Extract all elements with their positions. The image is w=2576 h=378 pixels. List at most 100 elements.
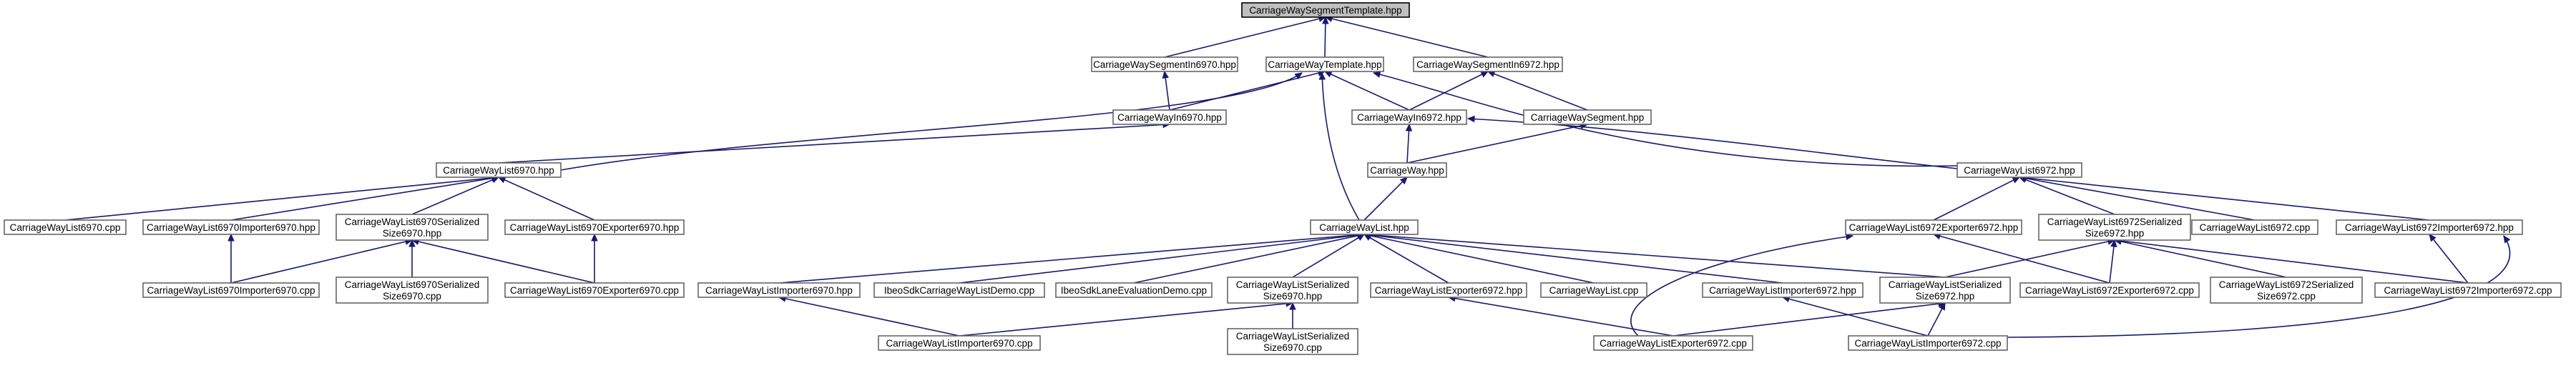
node-label: CarriageWayList6972Importer6972.hpp (2345, 222, 2514, 233)
edge-in6972-to-waytpl (1323, 71, 1410, 111)
node-list6972expcpp[interactable]: CarriageWayList6972Exporter6972.cpp (2019, 282, 2200, 298)
edge-list6970impcpp-to-list6970imp (227, 233, 235, 283)
edge-list6970impcpp-to-list6970ser (230, 238, 413, 284)
edge-listimp6972-to-list (1363, 232, 1783, 284)
edge-listcpp-to-list (1363, 232, 1595, 284)
node-box (504, 282, 685, 298)
node-label: Size6970.hpp (383, 228, 442, 239)
node-box (1540, 282, 1647, 298)
node-listimp6972[interactable]: CarriageWayListImporter6972.hpp (1702, 282, 1864, 298)
node-box (1112, 109, 1227, 125)
node-seg6972[interactable]: CarriageWaySegmentIn6972.hpp (1413, 56, 1563, 72)
edge-list6970-to-in6970 (498, 121, 1171, 164)
node-listexp6972cpp[interactable]: CarriageWayListExporter6972.cpp (1593, 335, 1753, 351)
node-segment[interactable]: CarriageWaySegment.hpp (1523, 109, 1652, 125)
node-list6972imp[interactable]: CarriageWayList6972Importer6972.hpp (2336, 219, 2523, 235)
node-listcpp[interactable]: CarriageWayList.cpp (1540, 282, 1647, 298)
node-box (1055, 282, 1213, 298)
node-list6970[interactable]: CarriageWayList6970.hpp (436, 162, 562, 178)
node-box (436, 162, 562, 178)
node-ibeodemo[interactable]: IbeoSdkCarriageWayListDemo.cpp (873, 282, 1045, 298)
node-box (1227, 328, 1358, 355)
edge-list6970cpp-to-list6970 (64, 174, 500, 221)
node-seg6970[interactable]: CarriageWaySegmentIn6970.hpp (1091, 56, 1238, 72)
node-label: Size6972.hpp (2085, 228, 2145, 239)
node-label: CarriageWayList6972Serialized (2219, 279, 2354, 290)
node-listimp6970[interactable]: CarriageWayListImporter6970.hpp (697, 282, 861, 298)
node-label: CarriageWayListSerialized (1889, 279, 2002, 290)
node-box (142, 282, 320, 298)
node-ibeolane[interactable]: IbeoSdkLaneEvaluationDemo.cpp (1055, 282, 1213, 298)
node-segtpl[interactable]: CarriageWaySegmentTemplate.hpp (1241, 2, 1410, 18)
node-label: CarriageWaySegmentIn6972.hpp (1416, 59, 1559, 70)
node-box (2019, 282, 2200, 298)
node-list[interactable]: CarriageWayList.hpp (1310, 219, 1419, 235)
node-box (1241, 2, 1410, 18)
node-list6972exp[interactable]: CarriageWayList6972Exporter6972.hpp (1845, 219, 2022, 235)
node-way[interactable]: CarriageWay.hpp (1367, 162, 1447, 178)
node-box (504, 219, 685, 235)
node-list6972impcpp[interactable]: CarriageWayList6972Importer6972.cpp (2374, 282, 2562, 298)
edge-listexp6972cpp-to-listexp6972 (1447, 294, 1674, 337)
node-label: Size6972.hpp (1916, 291, 1975, 302)
node-box (1523, 109, 1652, 125)
node-label: CarriageWayListImporter6970.hpp (705, 285, 853, 296)
node-box (336, 277, 489, 304)
edge-list6972exp-to-list6972 (1933, 176, 2021, 221)
node-listimp6970cpp[interactable]: CarriageWayListImporter6970.cpp (878, 335, 1041, 351)
node-list6970impcpp[interactable]: CarriageWayList6970Importer6970.cpp (142, 282, 320, 298)
edge-in6970-to-seg6970 (1162, 70, 1170, 111)
edge-listser6970cpp-to-listser6970 (1289, 302, 1296, 329)
node-label: CarriageWayList6972Importer6972.cpp (2384, 285, 2552, 296)
node-box (1091, 56, 1238, 72)
node-box (2336, 219, 2523, 235)
edge-list-to-way (1363, 176, 1408, 221)
node-list6970exp[interactable]: CarriageWayList6970Exporter6970.hpp (504, 219, 685, 235)
node-box (878, 335, 1041, 351)
node-list6970sercpp[interactable]: CarriageWayList6970SerializedSize6970.cp… (336, 277, 489, 304)
node-list6970expcpp[interactable]: CarriageWayList6970Exporter6970.cpp (504, 282, 685, 298)
node-list6970cpp[interactable]: CarriageWayList6970.cpp (4, 219, 127, 235)
node-box (336, 214, 489, 241)
edge-listimp6970cpp-to-listimp6970 (778, 295, 960, 337)
node-label: CarriageWaySegmentTemplate.hpp (1249, 5, 1401, 16)
node-waytpl[interactable]: CarriageWayTemplate.hpp (1265, 56, 1384, 72)
edge-listexp6972cpp-to-listser6972 (1673, 300, 1946, 337)
node-list6970imp[interactable]: CarriageWayList6970Importer6970.hpp (142, 219, 320, 235)
node-box (2374, 282, 2562, 298)
edge-list6970expcpp-to-list6970ser (411, 238, 595, 284)
node-label: CarriageWayList6970Importer6970.hpp (147, 222, 315, 233)
node-in6972[interactable]: CarriageWayIn6972.hpp (1351, 109, 1467, 125)
edge-listexp6972-to-list (1363, 234, 1449, 284)
node-list6972[interactable]: CarriageWayList6972.hpp (1957, 162, 2082, 178)
node-box (1879, 277, 2011, 304)
edge-list6970imp-to-list6970 (230, 174, 500, 221)
node-label: Size6970.cpp (383, 291, 441, 302)
node-label: CarriageWayList6972.hpp (1964, 165, 2075, 176)
node-label: CarriageWayList6970Exporter6970.cpp (510, 285, 679, 296)
edge-list6972-to-waytpl (1372, 71, 1958, 167)
node-listimp6972cpp[interactable]: CarriageWayListImporter6972.cpp (1848, 335, 2008, 351)
edge-list6972expcpp-to-list6972exp (1932, 232, 2110, 284)
node-label: CarriageWayListExporter6972.hpp (1375, 285, 1523, 296)
node-label: CarriageWayList6970Serialized (345, 279, 480, 290)
edge-list6972imp-to-list6972 (2018, 174, 2430, 221)
node-in6970[interactable]: CarriageWayIn6970.hpp (1112, 109, 1227, 125)
node-label: CarriageWayList6970.hpp (443, 165, 554, 176)
node-box (142, 219, 320, 235)
node-listexp6972[interactable]: CarriageWayListExporter6972.hpp (1370, 282, 1527, 298)
edge-list6970-to-waytpl (560, 72, 1303, 171)
node-list6972sercpp[interactable]: CarriageWayList6972SerializedSize6972.cp… (2210, 277, 2363, 304)
node-label: CarriageWayList6970Exporter6970.hpp (510, 222, 680, 233)
edge-listser6972-to-list (1363, 231, 1946, 278)
node-list6972ser[interactable]: CarriageWayList6972SerializedSize6972.hp… (2038, 214, 2191, 241)
node-list6970ser[interactable]: CarriageWayList6970SerializedSize6970.hp… (336, 214, 489, 241)
node-label: CarriageWayList.cpp (1549, 285, 1639, 296)
edge-list6970expcpp-to-list6970exp (591, 233, 598, 283)
node-list6972cpp[interactable]: CarriageWayList6972.cpp (2191, 219, 2318, 235)
edge-layer (64, 15, 2511, 338)
